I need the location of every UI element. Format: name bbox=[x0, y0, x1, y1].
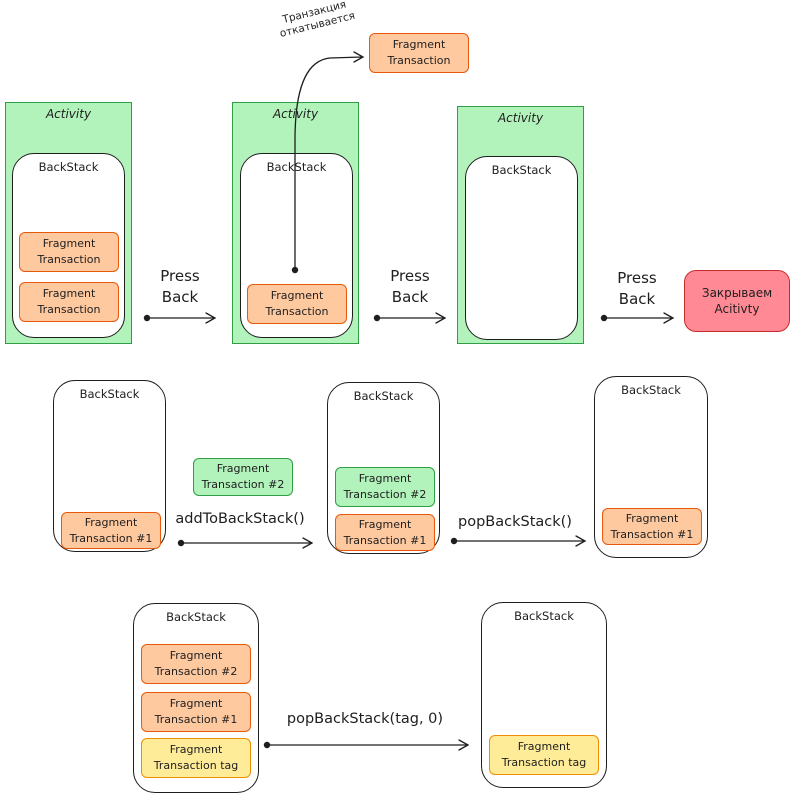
activity-title: Activity bbox=[497, 111, 544, 125]
backstack-container: BackStack Fragment Transaction #1 bbox=[53, 380, 166, 552]
activity-title: Activity bbox=[272, 107, 319, 121]
fragment-transaction-card: Fragment Transaction bbox=[19, 232, 119, 272]
arrow-origin-dot bbox=[600, 314, 608, 322]
press-back-label: Press Back bbox=[390, 267, 430, 306]
backstack-title: BackStack bbox=[266, 160, 327, 174]
close-activity-card: Закрываем Acitivty bbox=[684, 270, 790, 332]
add-to-backstack-label: addToBackStack() bbox=[175, 511, 305, 527]
backstack-title: BackStack bbox=[514, 609, 574, 623]
activity-title: Activity bbox=[45, 107, 92, 121]
fragment-transaction-card: Fragment Transaction bbox=[19, 282, 119, 322]
arrow-origin-dot bbox=[177, 539, 185, 547]
rollback-arrow bbox=[294, 51, 365, 271]
activity-frame-3: Activity BackStack bbox=[457, 106, 584, 344]
backstack-title: BackStack bbox=[38, 160, 99, 174]
pop-backstack-label: popBackStack() bbox=[458, 514, 572, 530]
backstack-container: BackStack Fragment Transaction tag bbox=[481, 602, 607, 788]
popped-transaction-card: Fragment Transaction bbox=[369, 33, 469, 73]
backstack-title: BackStack bbox=[79, 387, 140, 401]
backstack-container: BackStack Fragment Transaction #2 Fragme… bbox=[133, 603, 259, 793]
backstack-container: BackStack bbox=[465, 156, 578, 340]
press-back-arrow bbox=[603, 312, 675, 324]
new-transaction-card: Fragment Transaction #2 bbox=[193, 458, 293, 496]
backstack-title: BackStack bbox=[491, 163, 552, 177]
backstack-container: BackStack Fragment Transaction #1 bbox=[594, 376, 708, 558]
fragment-transaction-card: Fragment Transaction bbox=[247, 284, 347, 324]
backstack-container: BackStack Fragment Transaction bbox=[240, 153, 353, 338]
fragment-transaction-card: Fragment Transaction #1 bbox=[602, 508, 702, 545]
fragment-transaction-card: Fragment Transaction #2 bbox=[141, 644, 251, 684]
fragment-transaction-tag-card: Fragment Transaction tag bbox=[141, 738, 251, 778]
press-back-label: Press Back bbox=[617, 269, 657, 308]
arrow-origin-dot bbox=[143, 314, 151, 322]
arrow-origin-dot bbox=[450, 537, 458, 545]
pop-backstack-arrow bbox=[453, 535, 587, 547]
fragment-transaction-card: Fragment Transaction #2 bbox=[335, 467, 435, 507]
backstack-title: BackStack bbox=[166, 610, 226, 624]
fragment-transaction-tag-card: Fragment Transaction tag bbox=[489, 735, 599, 775]
add-to-backstack-arrow bbox=[180, 537, 314, 549]
backstack-container: BackStack Fragment Transaction Fragment … bbox=[12, 153, 125, 338]
fragment-transaction-card: Fragment Transaction #1 bbox=[61, 512, 161, 549]
fragment-transaction-card: Fragment Transaction #1 bbox=[141, 692, 251, 732]
pop-backstack-tag-label: popBackStack(tag, 0) bbox=[286, 711, 444, 727]
backstack-container: BackStack Fragment Transaction #2 Fragme… bbox=[327, 382, 440, 554]
backstack-title: BackStack bbox=[353, 389, 414, 403]
fragment-transaction-card: Fragment Transaction #1 bbox=[335, 514, 435, 551]
press-back-arrow bbox=[376, 312, 447, 324]
arrow-origin-dot bbox=[291, 266, 299, 274]
press-back-arrow bbox=[146, 312, 217, 324]
backstack-title: BackStack bbox=[621, 383, 681, 397]
arrow-origin-dot bbox=[373, 314, 381, 322]
arrow-origin-dot bbox=[263, 741, 271, 749]
activity-frame-1: Activity BackStack Fragment Transaction … bbox=[5, 102, 132, 344]
pop-backstack-tag-arrow bbox=[266, 739, 470, 751]
press-back-label: Press Back bbox=[160, 267, 200, 306]
